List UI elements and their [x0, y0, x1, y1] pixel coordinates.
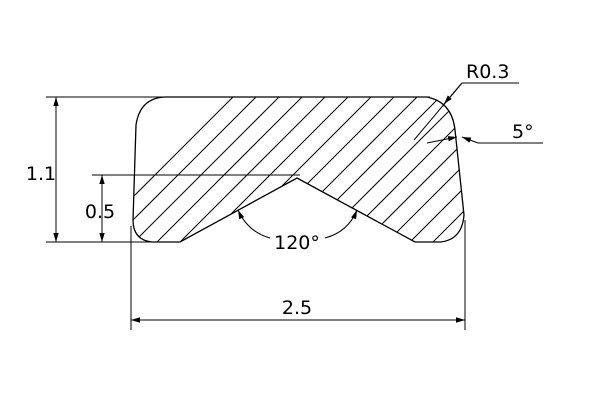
hatch-line	[171, 97, 333, 242]
hatch-line	[494, 90, 601, 250]
hatch-line	[563, 90, 601, 250]
taper-callout: 5°	[426, 121, 543, 144]
angle-dimension: 120°	[237, 209, 358, 254]
hatch-line	[586, 90, 601, 250]
hatch-line	[263, 97, 425, 242]
width-label: 2.5	[282, 297, 312, 319]
groove-height-label: 0.5	[85, 201, 115, 223]
hatch-line	[447, 97, 464, 242]
angle-label: 120°	[274, 232, 320, 254]
width-dimension: 2.5	[131, 297, 465, 323]
hatch-line	[471, 90, 601, 250]
hatch-line	[133, 97, 287, 242]
hatch-line	[540, 90, 601, 250]
taper-label: 5°	[512, 121, 534, 143]
radius-callout: R0.3	[413, 61, 519, 141]
hatch-line	[355, 97, 464, 242]
hatch-line	[309, 97, 464, 242]
section-hatching	[133, 90, 601, 250]
hatch-line	[286, 97, 448, 242]
height-dimension: 1.1	[26, 97, 59, 242]
hatch-line	[194, 97, 356, 242]
height-label: 1.1	[26, 163, 56, 185]
hatch-line	[240, 97, 402, 242]
groove-height-dimension: 0.5	[85, 175, 115, 242]
hatch-line	[517, 90, 601, 250]
extension-lines	[46, 96, 466, 330]
hatch-line	[332, 97, 464, 242]
hatch-line	[133, 97, 241, 242]
radius-label: R0.3	[466, 61, 509, 83]
hatch-line	[148, 97, 310, 242]
hatch-line	[133, 97, 264, 242]
hatch-line	[424, 97, 464, 242]
hatch-line	[217, 97, 379, 242]
hatch-line	[401, 97, 464, 242]
